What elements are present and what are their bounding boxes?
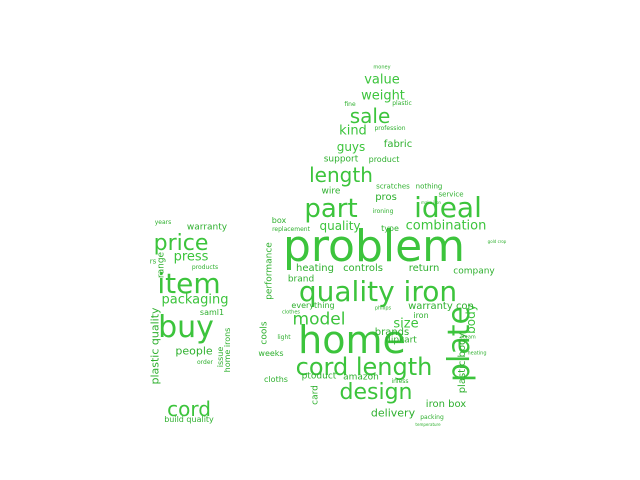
word-gold-crop: gold crop <box>487 239 507 244</box>
word-ironing: ironing <box>372 208 394 215</box>
word-home: home <box>298 318 406 362</box>
word-quality-iron: quality iron <box>298 275 458 308</box>
word-iron-box: iron box <box>425 399 467 410</box>
word-problem: problem <box>282 221 466 272</box>
word-people: people <box>175 344 213 358</box>
word-size: size <box>393 316 419 332</box>
word-value: value <box>364 72 400 88</box>
word-warranty-con: warranty con <box>408 301 474 312</box>
word-heating: heating <box>467 350 487 357</box>
word-everything: everything <box>291 301 335 310</box>
word-order: order <box>197 359 213 366</box>
word-cord-length: cord length <box>295 353 433 381</box>
word-ideal: ideal <box>414 191 482 224</box>
word-length: length <box>309 163 373 187</box>
word-build-quality: build quality <box>164 415 214 424</box>
word-service: service <box>438 190 464 199</box>
word-sale: sale <box>349 104 391 128</box>
word-scratches: scratches <box>376 182 410 191</box>
word-make-iron: make iron <box>421 200 441 205</box>
word-fine: fine <box>344 101 356 108</box>
word-light: light <box>277 334 291 341</box>
word-saml1: saml1 <box>199 308 225 317</box>
word-company: company <box>453 266 495 277</box>
word-cloths: cloths <box>264 375 288 384</box>
word-products: products <box>191 264 219 271</box>
word-iron: iron <box>413 311 429 320</box>
word-product: product <box>368 155 400 164</box>
word-model: model <box>292 309 346 330</box>
word-money: money <box>373 64 391 71</box>
word-press: press <box>173 249 209 265</box>
word-replacement: replacement <box>272 226 310 233</box>
word-price: price <box>153 231 209 256</box>
word-heating: heating <box>295 263 335 274</box>
word-brands: brands <box>374 327 410 338</box>
word-box: box <box>271 216 287 225</box>
word-cools: cools <box>259 321 270 345</box>
word-temperature: temperature <box>415 422 441 427</box>
word-years: years <box>154 219 172 226</box>
word-type: type <box>381 224 399 233</box>
word-steam: steam <box>460 334 476 341</box>
word-fabric: fabric <box>383 139 413 150</box>
word-guys: guys <box>336 140 366 154</box>
word-kind: kind <box>339 123 367 139</box>
word-plastic-body: plastic body <box>457 332 468 394</box>
word-clothes: clothes <box>281 309 301 316</box>
word-weeks: weeks <box>258 349 284 358</box>
word-inless: inless <box>391 378 409 385</box>
word-buy: buy <box>158 310 214 345</box>
word-quality: quality <box>319 219 361 233</box>
word-combination: combination <box>405 218 487 234</box>
word-brand: brand <box>287 274 315 285</box>
word-profession: profession <box>374 125 406 132</box>
word-design: design <box>339 380 413 405</box>
word-support: support <box>323 154 359 165</box>
word-packing: packing <box>420 414 444 421</box>
word-ptoduct: ptoduct <box>301 371 337 382</box>
word-flipkart: flipkart <box>385 335 417 346</box>
word-cord: cord <box>167 397 211 421</box>
word-nothing: nothing <box>415 182 443 191</box>
word-home-irons: home irons <box>223 327 232 373</box>
word-packaging: packaging <box>161 292 229 308</box>
word-performance: performance <box>264 242 275 300</box>
word-pros: pros <box>375 192 397 203</box>
word-plastic: plastic <box>392 100 412 107</box>
word-warranty: warranty <box>186 222 228 233</box>
word-rs: rs <box>149 257 157 266</box>
word-amazon: amazon <box>343 372 379 383</box>
word-weight: weight <box>361 88 405 104</box>
word-philips: philips <box>374 305 392 312</box>
word-delivery: delivery <box>370 406 416 420</box>
word-part: part <box>304 194 358 224</box>
word-controls: controls <box>343 263 383 274</box>
word-wire: wire <box>321 186 341 197</box>
word-range: range <box>156 251 167 279</box>
word-item: item <box>157 267 221 300</box>
word-card: card <box>310 385 321 405</box>
word-plastic-quality: plastic quality <box>148 307 162 385</box>
word-return: return <box>408 263 440 274</box>
